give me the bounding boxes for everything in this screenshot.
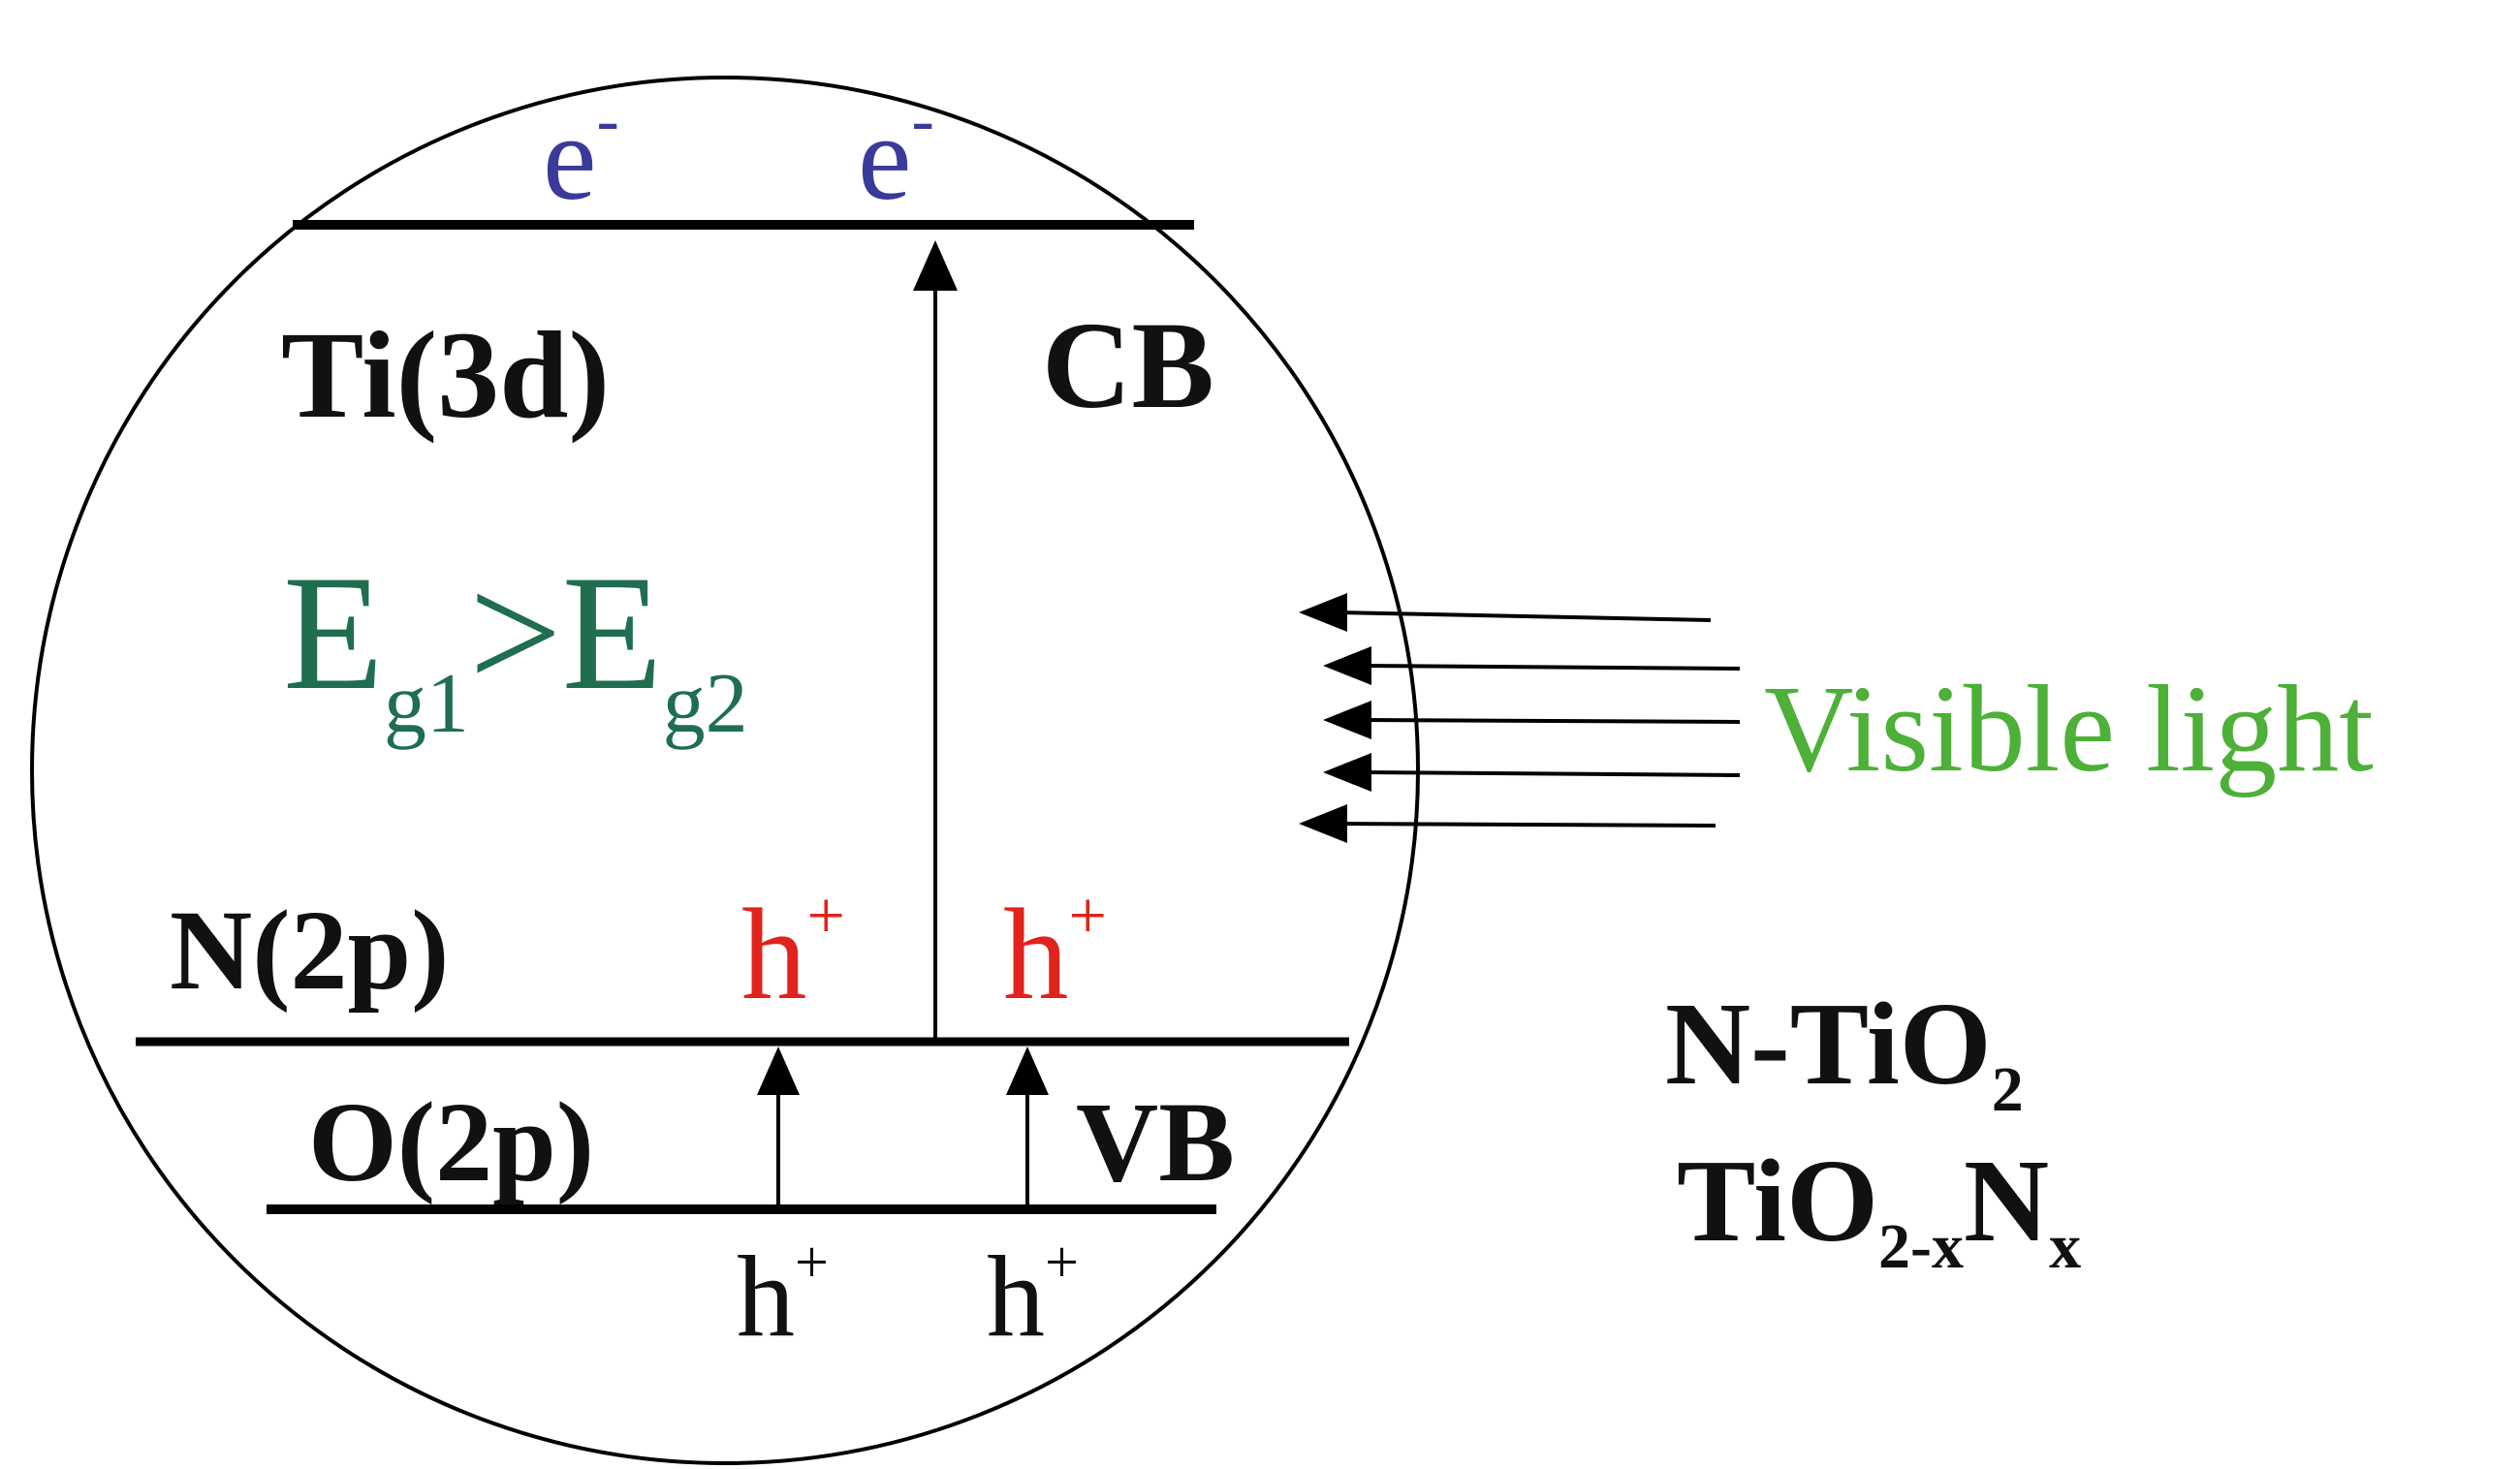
hole-label-vb-right: h+ [987,1230,1079,1360]
cb-label: CB [1042,297,1214,434]
visible-light-label: Visible light [1764,660,2374,797]
light-ray-head [1299,804,1347,843]
n2p-label: N(2p) [170,887,449,1014]
light-ray-head [1323,646,1371,685]
hole-label-vb-left: h+ [737,1230,829,1360]
light-ray-head [1299,593,1347,632]
light-arrows [1299,593,1741,843]
particle-circle [30,76,1420,1465]
light-ray [1337,610,1712,622]
light-ray [1361,664,1741,671]
formula-tio2-x-nx: TiO2-xNx [1677,1136,2081,1282]
light-ray-head [1323,701,1371,739]
light-ray-head [1323,753,1371,792]
vb-label: VB [1076,1078,1235,1205]
gap-relation: Eg1>Eg2 [283,542,748,751]
electron-label-right: e- [858,83,934,226]
o2p-label: O(2p) [308,1078,594,1205]
hole-label-n2p-right: h+ [1003,879,1107,1027]
hole-label-n2p-left: h+ [741,879,845,1027]
formula-n-tio2: N-TiO2 [1665,979,2024,1125]
hole-arrowhead-right [1006,1047,1049,1095]
light-ray [1361,770,1741,777]
light-ray [1361,718,1741,724]
light-ray [1337,822,1717,828]
excitation-arrowhead [913,240,958,291]
hole-arrowhead-left [757,1047,800,1095]
electron-label-left: e- [543,83,619,226]
ti3d-label: Ti(3d) [281,306,610,444]
